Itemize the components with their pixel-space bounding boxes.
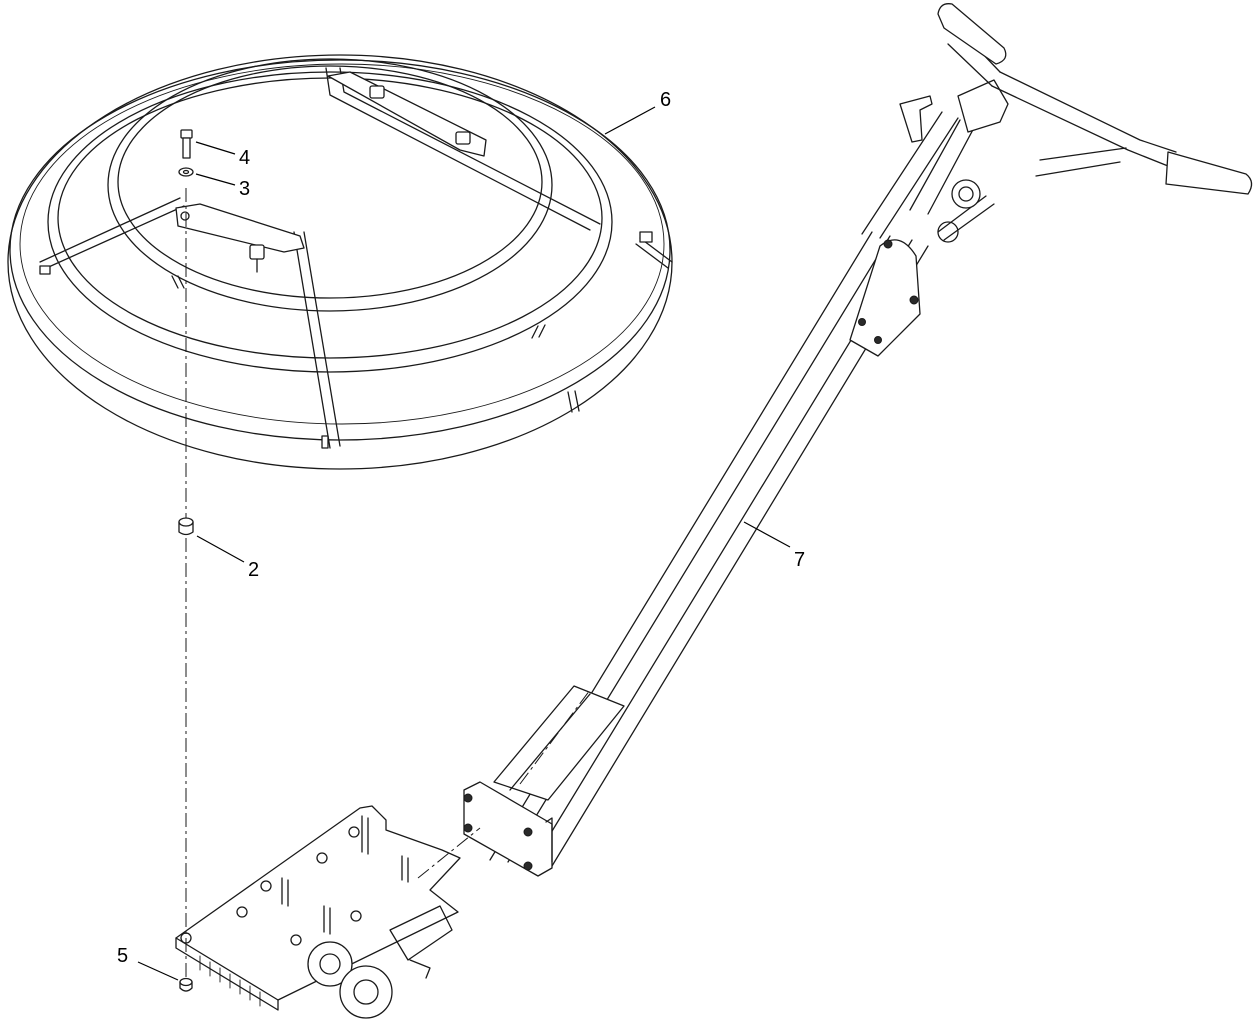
callout-3: 3 <box>195 173 250 200</box>
callout-2-label: 2 <box>248 559 259 581</box>
handle-assembly <box>489 3 1253 867</box>
nut-part-5 <box>179 977 193 992</box>
handle-flange-plate <box>463 781 553 877</box>
callout-6-label: 6 <box>660 89 671 111</box>
guard-ring-assembly <box>7 54 673 470</box>
callout-7: 7 <box>743 521 805 571</box>
washer-part-3 <box>178 167 194 177</box>
callout-5: 5 <box>117 945 179 981</box>
callout-4: 4 <box>195 141 250 169</box>
alignment-lines <box>185 188 591 978</box>
callout-2: 2 <box>196 535 259 581</box>
callout-6: 6 <box>604 89 671 135</box>
callout-3-label: 3 <box>239 178 250 200</box>
bushing-part-2 <box>178 517 194 536</box>
engine-mount-plate <box>175 805 461 1019</box>
callout-4-label: 4 <box>239 147 250 169</box>
bolt-part-4 <box>180 129 193 159</box>
callout-7-label: 7 <box>794 549 805 571</box>
callout-5-label: 5 <box>117 945 128 967</box>
